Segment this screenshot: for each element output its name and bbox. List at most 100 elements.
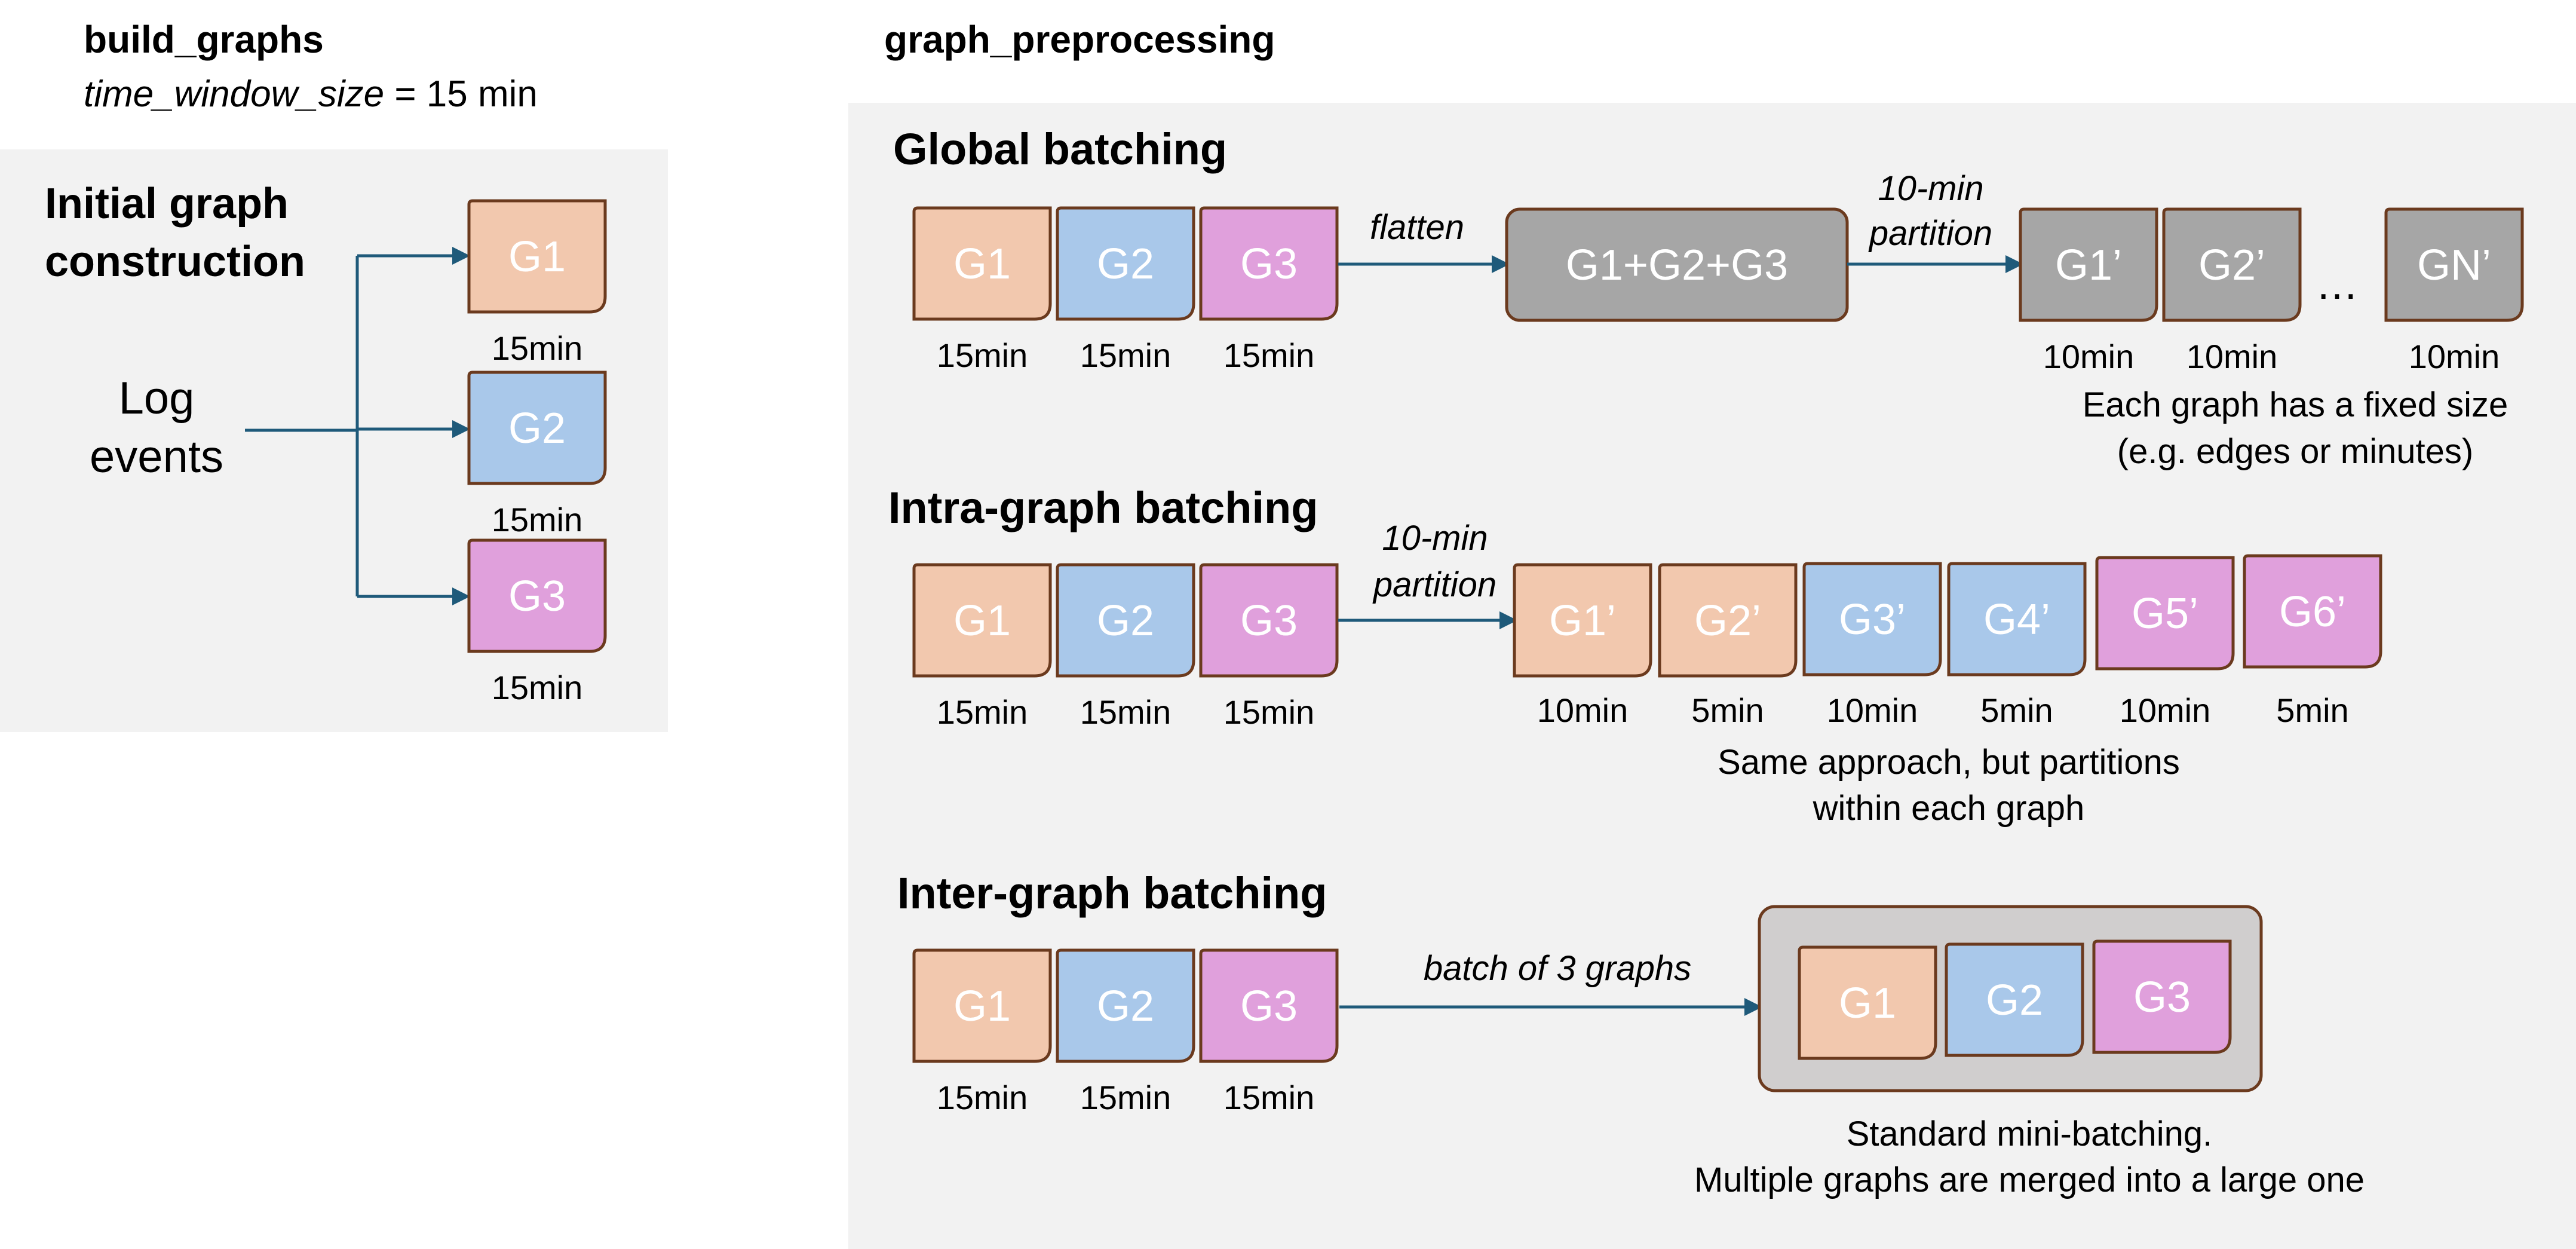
- inter-input-3-shape: [1199, 948, 1339, 1063]
- intra-input-1-shape: [912, 563, 1052, 678]
- intra-output-6-shape: [2243, 554, 2382, 669]
- global-partition-label-line1: 10-min: [1878, 169, 1983, 208]
- intra-output-6: G6’5min: [2243, 554, 2382, 729]
- global-output-3-duration: 10min: [2409, 338, 2500, 375]
- intra-output-5-shape: [2095, 556, 2235, 671]
- param-name: time_window_size: [84, 74, 384, 115]
- inter-input-1-duration: 15min: [937, 1079, 1028, 1116]
- global-partition-label-line2: partition: [1868, 214, 1992, 253]
- intra-partition-label-line2: partition: [1372, 565, 1496, 604]
- initial-construction-title-line2: construction: [45, 238, 305, 286]
- global-ellipsis: …: [2316, 261, 2359, 308]
- intra-output-3-shape: [1802, 562, 1942, 676]
- intra-output-1-duration: 10min: [1537, 691, 1629, 729]
- inter-input-3-duration: 15min: [1223, 1079, 1315, 1116]
- global-input-2-shape: [1056, 206, 1195, 321]
- inter-batching-title: Inter-graph batching: [897, 868, 1327, 918]
- intra-outputs: G1’10minG2’5minG3’10minG4’5minG5’10minG6…: [1513, 554, 2382, 729]
- intra-input-2-label: G2: [1097, 597, 1154, 645]
- global-output-3: GN’ 10min: [2384, 207, 2524, 375]
- flatten-label: flatten: [1370, 208, 1464, 247]
- intra-input-2-shape: [1056, 563, 1195, 678]
- global-input-2-label: G2: [1097, 240, 1154, 288]
- global-input-3-shape: [1199, 206, 1339, 321]
- mini-batch-graph-1: G1: [1798, 945, 1937, 1060]
- global-batching-title: Global batching: [893, 124, 1227, 174]
- intra-output-6-duration: 5min: [2276, 691, 2348, 729]
- build-graph-2: G2 15min: [467, 371, 607, 538]
- global-output-3-label: GN’: [2417, 241, 2491, 289]
- intra-batching-title: Intra-graph batching: [888, 483, 1318, 532]
- global-input-1-shape: [912, 206, 1052, 321]
- intra-output-5-duration: 10min: [2120, 691, 2211, 729]
- intra-input-3-shape: [1199, 563, 1339, 678]
- mini-batch-graph-2: G2: [1945, 942, 2084, 1057]
- build-graph-2-label: G2: [508, 405, 566, 452]
- global-input-1-duration: 15min: [937, 336, 1028, 374]
- build-graphs-title: build_graphs: [84, 18, 324, 61]
- intra-output-4-duration: 5min: [1980, 691, 2053, 729]
- intra-input-3-label: G3: [1240, 597, 1298, 645]
- intra-output-1-label: G1’: [1549, 597, 1616, 645]
- intra-output-2-duration: 5min: [1691, 691, 1764, 729]
- initial-construction-title-line1: Initial graph: [45, 180, 289, 228]
- global-input-2-duration: 15min: [1080, 336, 1172, 374]
- mini-batch-graph-2-label: G2: [1986, 976, 2043, 1024]
- global-output-2-label: G2’: [2198, 241, 2265, 289]
- inter-input-1-shape: [912, 948, 1052, 1063]
- global-output-1-label: G1’: [2055, 241, 2122, 289]
- inter-input-3: G3 15min: [1199, 948, 1339, 1116]
- intra-output-4-shape: [1947, 562, 2087, 676]
- intra-note-line1: Same approach, but partitions: [1718, 743, 2180, 782]
- inter-input-3-label: G3: [1240, 982, 1298, 1030]
- inter-note-line2: Multiple graphs are merged into a large …: [1694, 1161, 2365, 1199]
- intra-output-5-label: G5’: [2132, 590, 2198, 638]
- inter-note-line1: Standard mini-batching.: [1847, 1115, 2213, 1153]
- intra-output-2-label: G2’: [1694, 597, 1761, 645]
- inter-input-2-shape: [1056, 948, 1195, 1063]
- build-graph-3-shape: [467, 538, 607, 653]
- global-note-line1: Each graph has a fixed size: [2083, 385, 2508, 424]
- build-graph-3-label: G3: [508, 573, 566, 620]
- global-output-1: G1’ 10min: [2019, 207, 2158, 375]
- param-value: = 15 min: [384, 74, 538, 115]
- intra-input-3-duration: 15min: [1223, 693, 1315, 731]
- build-graph-1-duration: 15min: [492, 329, 583, 367]
- log-events-line1: Log: [119, 373, 195, 424]
- intra-input-1: G1 15min: [912, 563, 1052, 731]
- intra-output-4-label: G4’: [1983, 596, 2050, 644]
- global-input-2: G2 15min: [1056, 206, 1195, 374]
- intra-output-3-label: G3’: [1839, 596, 1906, 644]
- intra-input-3: G3 15min: [1199, 563, 1339, 731]
- intra-output-4: G4’ 5min: [1947, 562, 2087, 729]
- mini-batch-graph-1-shape: [1798, 945, 1937, 1060]
- global-input-3-label: G3: [1240, 240, 1298, 288]
- inter-input-2-duration: 15min: [1080, 1079, 1172, 1116]
- intra-input-1-duration: 15min: [937, 693, 1028, 731]
- graph-preprocessing-title: graph_preprocessing: [884, 18, 1275, 61]
- intra-output-1-shape: [1513, 563, 1652, 678]
- mini-batch-graph-2-shape: [1945, 942, 2084, 1057]
- intra-output-2-shape: [1658, 563, 1798, 678]
- build-graph-2-duration: 15min: [492, 501, 583, 538]
- intra-input-1-label: G1: [953, 597, 1011, 645]
- global-output-1-duration: 10min: [2043, 338, 2135, 375]
- global-output-1-shape: [2019, 207, 2158, 322]
- global-output-2: G2’10min: [2162, 207, 2302, 375]
- inter-batch-label: batch of 3 graphs: [1424, 949, 1691, 988]
- log-events-fanout: [245, 247, 470, 605]
- merged-graph-label: G1+G2+G3: [1566, 241, 1788, 289]
- global-output-3-shape: [2384, 207, 2524, 322]
- global-note-line2: (e.g. edges or minutes): [2117, 432, 2473, 471]
- mini-batch-graph-3-shape: [2092, 939, 2232, 1054]
- intra-output-2: G2’ 5min: [1658, 563, 1798, 729]
